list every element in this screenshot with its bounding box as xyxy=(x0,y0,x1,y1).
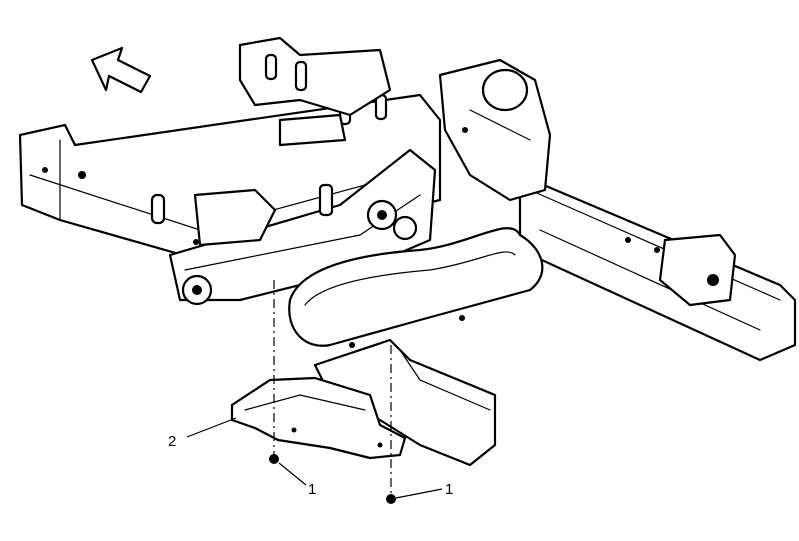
skid-plate xyxy=(230,376,407,460)
right-frame-rail xyxy=(518,173,797,362)
upper-frame-bracket xyxy=(238,36,392,147)
leader-line-1b xyxy=(395,488,443,499)
leader-line-2 xyxy=(186,417,237,438)
bolt-icon-left xyxy=(269,454,279,464)
bolt-icon-right xyxy=(386,494,396,504)
callout-2: 2 xyxy=(168,433,176,450)
right-shock-tower xyxy=(438,58,552,202)
leader-line-1a xyxy=(278,462,307,486)
lower-cradle-loop xyxy=(288,227,544,348)
callout-1-right: 1 xyxy=(445,481,453,498)
callout-1-left: 1 xyxy=(308,481,316,498)
front-direction-arrow-icon xyxy=(90,46,152,94)
